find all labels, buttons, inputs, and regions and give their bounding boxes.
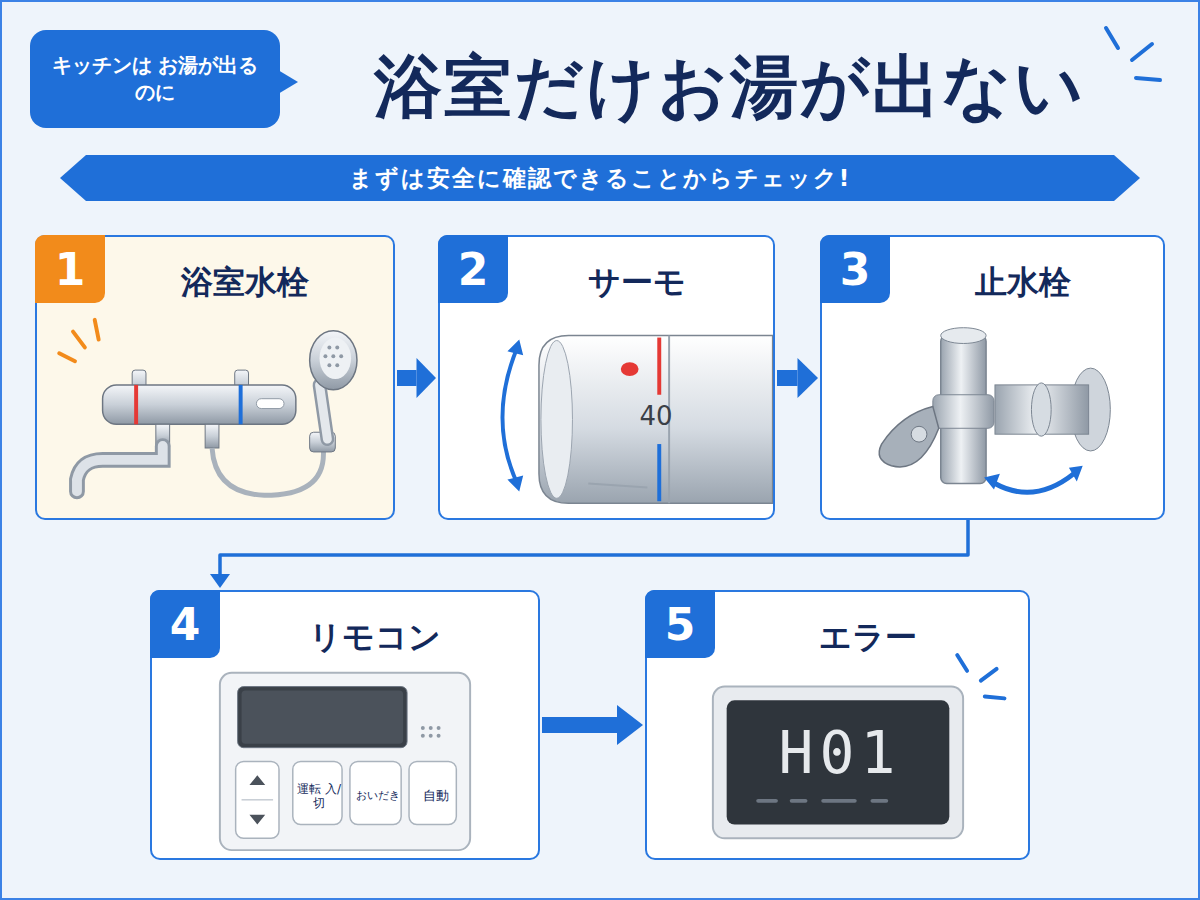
step-card: 2 サーモ 40 <box>438 235 775 520</box>
flow-arrow <box>397 358 436 398</box>
step-card: 4 リモコン運転 入/切おいだき自動 <box>150 590 540 860</box>
step-heading: 浴室水栓 <box>117 261 373 305</box>
step-heading: エラー <box>727 616 1008 660</box>
button-label: 運転 入/切 <box>296 768 342 824</box>
step-number: 3 <box>820 235 890 303</box>
flow-arrow <box>542 705 643 745</box>
banner-band: まずは安全に確認できることからチェック! <box>60 155 1140 201</box>
bubble-text: キッチンは お湯が出るのに <box>48 52 262 106</box>
title: 浴室だけお湯が出ない <box>290 42 1170 133</box>
step-number: 5 <box>645 590 715 658</box>
step-card: 1 浴室水栓 <box>35 235 395 520</box>
button-label: 自動 <box>413 768 459 824</box>
temperature-mark: 40 <box>628 397 684 437</box>
button-label: おいだき <box>353 768 403 824</box>
step-number: 1 <box>35 235 105 303</box>
step-number: 2 <box>438 235 508 303</box>
step-card: 5 エラー H01 <box>645 590 1030 860</box>
step-heading: 止水栓 <box>902 261 1143 305</box>
step-card: 3 止水栓 <box>820 235 1165 520</box>
flow-arrow <box>777 358 818 398</box>
speech-bubble: キッチンは お湯が出るのに <box>30 30 280 128</box>
step-heading: サーモ <box>520 261 753 305</box>
flow-arrow <box>210 520 968 588</box>
step-heading: リモコン <box>232 616 518 660</box>
error-code: H01 <box>737 716 943 792</box>
step-number: 4 <box>150 590 220 658</box>
banner-text: まずは安全に確認できることからチェック! <box>349 163 852 194</box>
